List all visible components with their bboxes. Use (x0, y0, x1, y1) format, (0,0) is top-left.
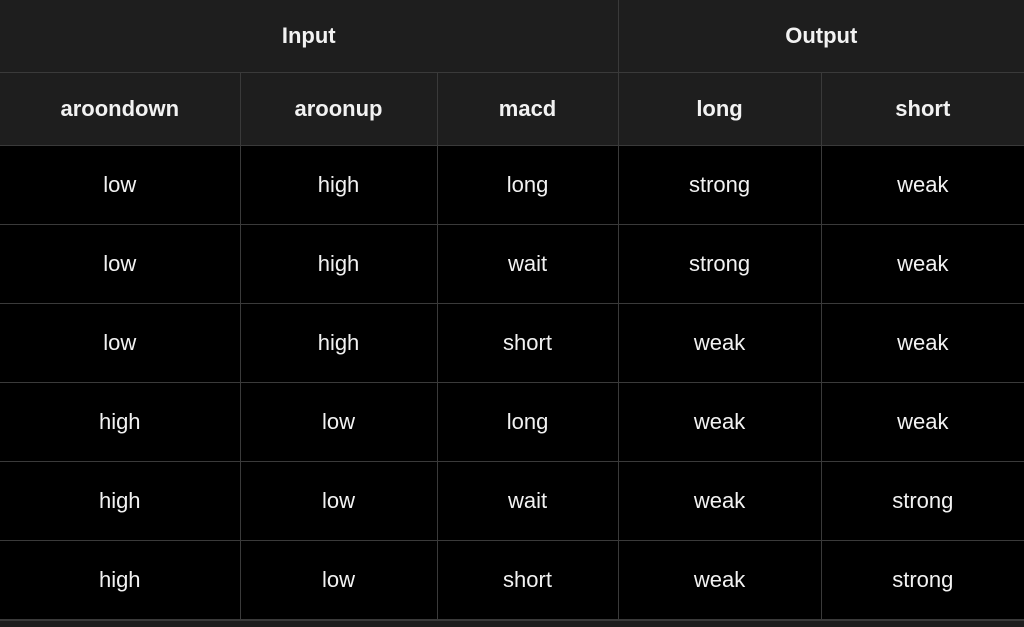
table-cell: weak (820, 303, 1024, 383)
table-cell: strong (820, 540, 1024, 620)
input-group-header: Input (0, 0, 619, 73)
table-cell: weak (820, 224, 1024, 304)
column-header-macd: macd (436, 72, 619, 146)
table-cell: short (436, 540, 619, 620)
table-cell: weak (617, 382, 822, 462)
table-cell: weak (617, 303, 822, 383)
table-cell: high (0, 382, 241, 462)
table-cell: short (436, 303, 619, 383)
column-group-row: Input Output (0, 0, 1024, 73)
column-header-long: long (617, 72, 822, 146)
column-header-aroonup: aroonup (239, 72, 438, 146)
table-cell: weak (617, 461, 822, 541)
table-cell: strong (820, 461, 1024, 541)
table-cell: low (239, 461, 438, 541)
column-header-aroondown: aroondown (0, 72, 241, 146)
output-group-header: Output (617, 0, 1024, 73)
table-cell: long (436, 145, 619, 225)
table-cell: high (239, 224, 438, 304)
table-bottom-edge (0, 620, 1024, 627)
table-cell: long (436, 382, 619, 462)
table-cell: high (239, 303, 438, 383)
table-cell: high (0, 540, 241, 620)
table-row: low high short weak weak (0, 303, 1024, 383)
table-cell: high (239, 145, 438, 225)
table-cell: wait (436, 224, 619, 304)
table-cell: low (239, 382, 438, 462)
table-cell: low (239, 540, 438, 620)
table-row: high low long weak weak (0, 382, 1024, 462)
table-row: low high wait strong weak (0, 224, 1024, 304)
table-cell: strong (617, 224, 822, 304)
table-header: Input Output aroondown aroonup macd long… (0, 0, 1024, 146)
table-row: low high long strong weak (0, 145, 1024, 225)
table-cell: low (0, 303, 241, 383)
table-cell: low (0, 224, 241, 304)
table-body: low high long strong weak low high wait … (0, 145, 1024, 620)
column-header-row: aroondown aroonup macd long short (0, 72, 1024, 146)
table-cell: wait (436, 461, 619, 541)
table-row: high low wait weak strong (0, 461, 1024, 541)
table-cell: weak (820, 382, 1024, 462)
table-cell: weak (617, 540, 822, 620)
table-cell: high (0, 461, 241, 541)
table-cell: low (0, 145, 241, 225)
table-row: high low short weak strong (0, 540, 1024, 620)
table-cell: weak (820, 145, 1024, 225)
column-header-short: short (820, 72, 1024, 146)
table-cell: strong (617, 145, 822, 225)
